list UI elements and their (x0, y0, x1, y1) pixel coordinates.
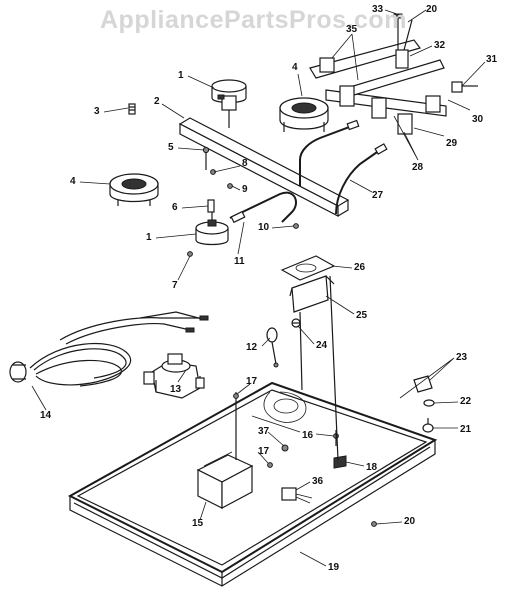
callout-15: 15 (192, 518, 204, 529)
gas-manifold (309, 13, 478, 135)
burner-head-4-right (279, 97, 329, 132)
washer-22 (423, 399, 435, 407)
callout-1-bottom: 1 (146, 232, 152, 243)
burner-1-bottom (195, 206, 229, 246)
callout-14: 14 (40, 410, 52, 421)
callout-4-left: 4 (70, 176, 76, 187)
callout-21: 21 (460, 424, 472, 435)
callout-11: 11 (234, 256, 245, 267)
screw-20b (371, 521, 377, 527)
leveler-21 (422, 418, 434, 433)
callout-20: 20 (426, 4, 438, 15)
callout-7: 7 (172, 280, 178, 291)
callout-36: 36 (312, 476, 324, 487)
watermark-text: AppliancePartsPros.com (100, 6, 407, 34)
screw-24 (291, 318, 301, 328)
foot-23 (413, 375, 433, 393)
callout-4-right: 4 (292, 62, 298, 73)
bracket-25 (289, 275, 335, 313)
callout-10: 10 (258, 222, 270, 233)
screw-5 (202, 146, 210, 154)
callout-8: 8 (242, 158, 248, 169)
callout-6: 6 (172, 202, 178, 213)
callout-35: 35 (346, 24, 358, 35)
burner-1-top (211, 79, 247, 128)
burner-tube-11 (229, 191, 297, 224)
callout-20-bottom: 20 (404, 516, 416, 527)
leader-lines (31, 9, 486, 567)
callout-2: 2 (154, 96, 160, 107)
wire-harness (9, 311, 209, 387)
screw-10 (293, 223, 299, 229)
callout-33: 33 (372, 4, 384, 15)
screw-7 (187, 251, 193, 257)
callout-17-bottom: 17 (258, 446, 270, 457)
callout-27: 27 (372, 190, 384, 201)
callout-25: 25 (356, 310, 368, 321)
capillary-tube (299, 311, 303, 391)
callout-26: 26 (354, 262, 366, 273)
screw-3 (128, 103, 136, 115)
screw-17b (267, 462, 273, 468)
manifold-tube-27 (299, 119, 388, 215)
burner-box-pan (67, 381, 438, 587)
spark-module (196, 451, 254, 509)
callout-16: 16 (302, 430, 314, 441)
callout-24: 24 (316, 340, 328, 351)
burner-support-bracket (178, 117, 350, 217)
callout-12: 12 (246, 342, 258, 353)
ignitor-lead (329, 275, 339, 461)
ignitor-12 (266, 327, 279, 368)
callout-18: 18 (366, 462, 378, 473)
pressure-regulator (143, 353, 205, 399)
burner-head-4-left (109, 173, 159, 206)
terminal-block (281, 487, 313, 504)
callout-23: 23 (456, 352, 468, 363)
callout-3: 3 (94, 106, 100, 117)
callout-22: 22 (460, 396, 472, 407)
callout-31: 31 (486, 54, 498, 65)
callout-37: 37 (258, 426, 270, 437)
callout-30: 30 (472, 114, 484, 125)
screw-17a (233, 393, 239, 399)
callout-29: 29 (446, 138, 458, 149)
clip-18 (333, 455, 347, 469)
screw-9 (227, 183, 233, 189)
callout-13: 13 (170, 384, 182, 395)
orifice-6 (207, 199, 215, 213)
gasket-26 (280, 255, 336, 281)
callout-9: 9 (242, 184, 248, 195)
callout-32: 32 (434, 40, 446, 51)
callout-17-top: 17 (246, 376, 258, 387)
callout-28: 28 (412, 162, 424, 173)
callout-5: 5 (168, 142, 174, 153)
callout-1-top: 1 (178, 70, 184, 81)
screw-37 (281, 444, 289, 452)
callout-19: 19 (328, 562, 340, 573)
